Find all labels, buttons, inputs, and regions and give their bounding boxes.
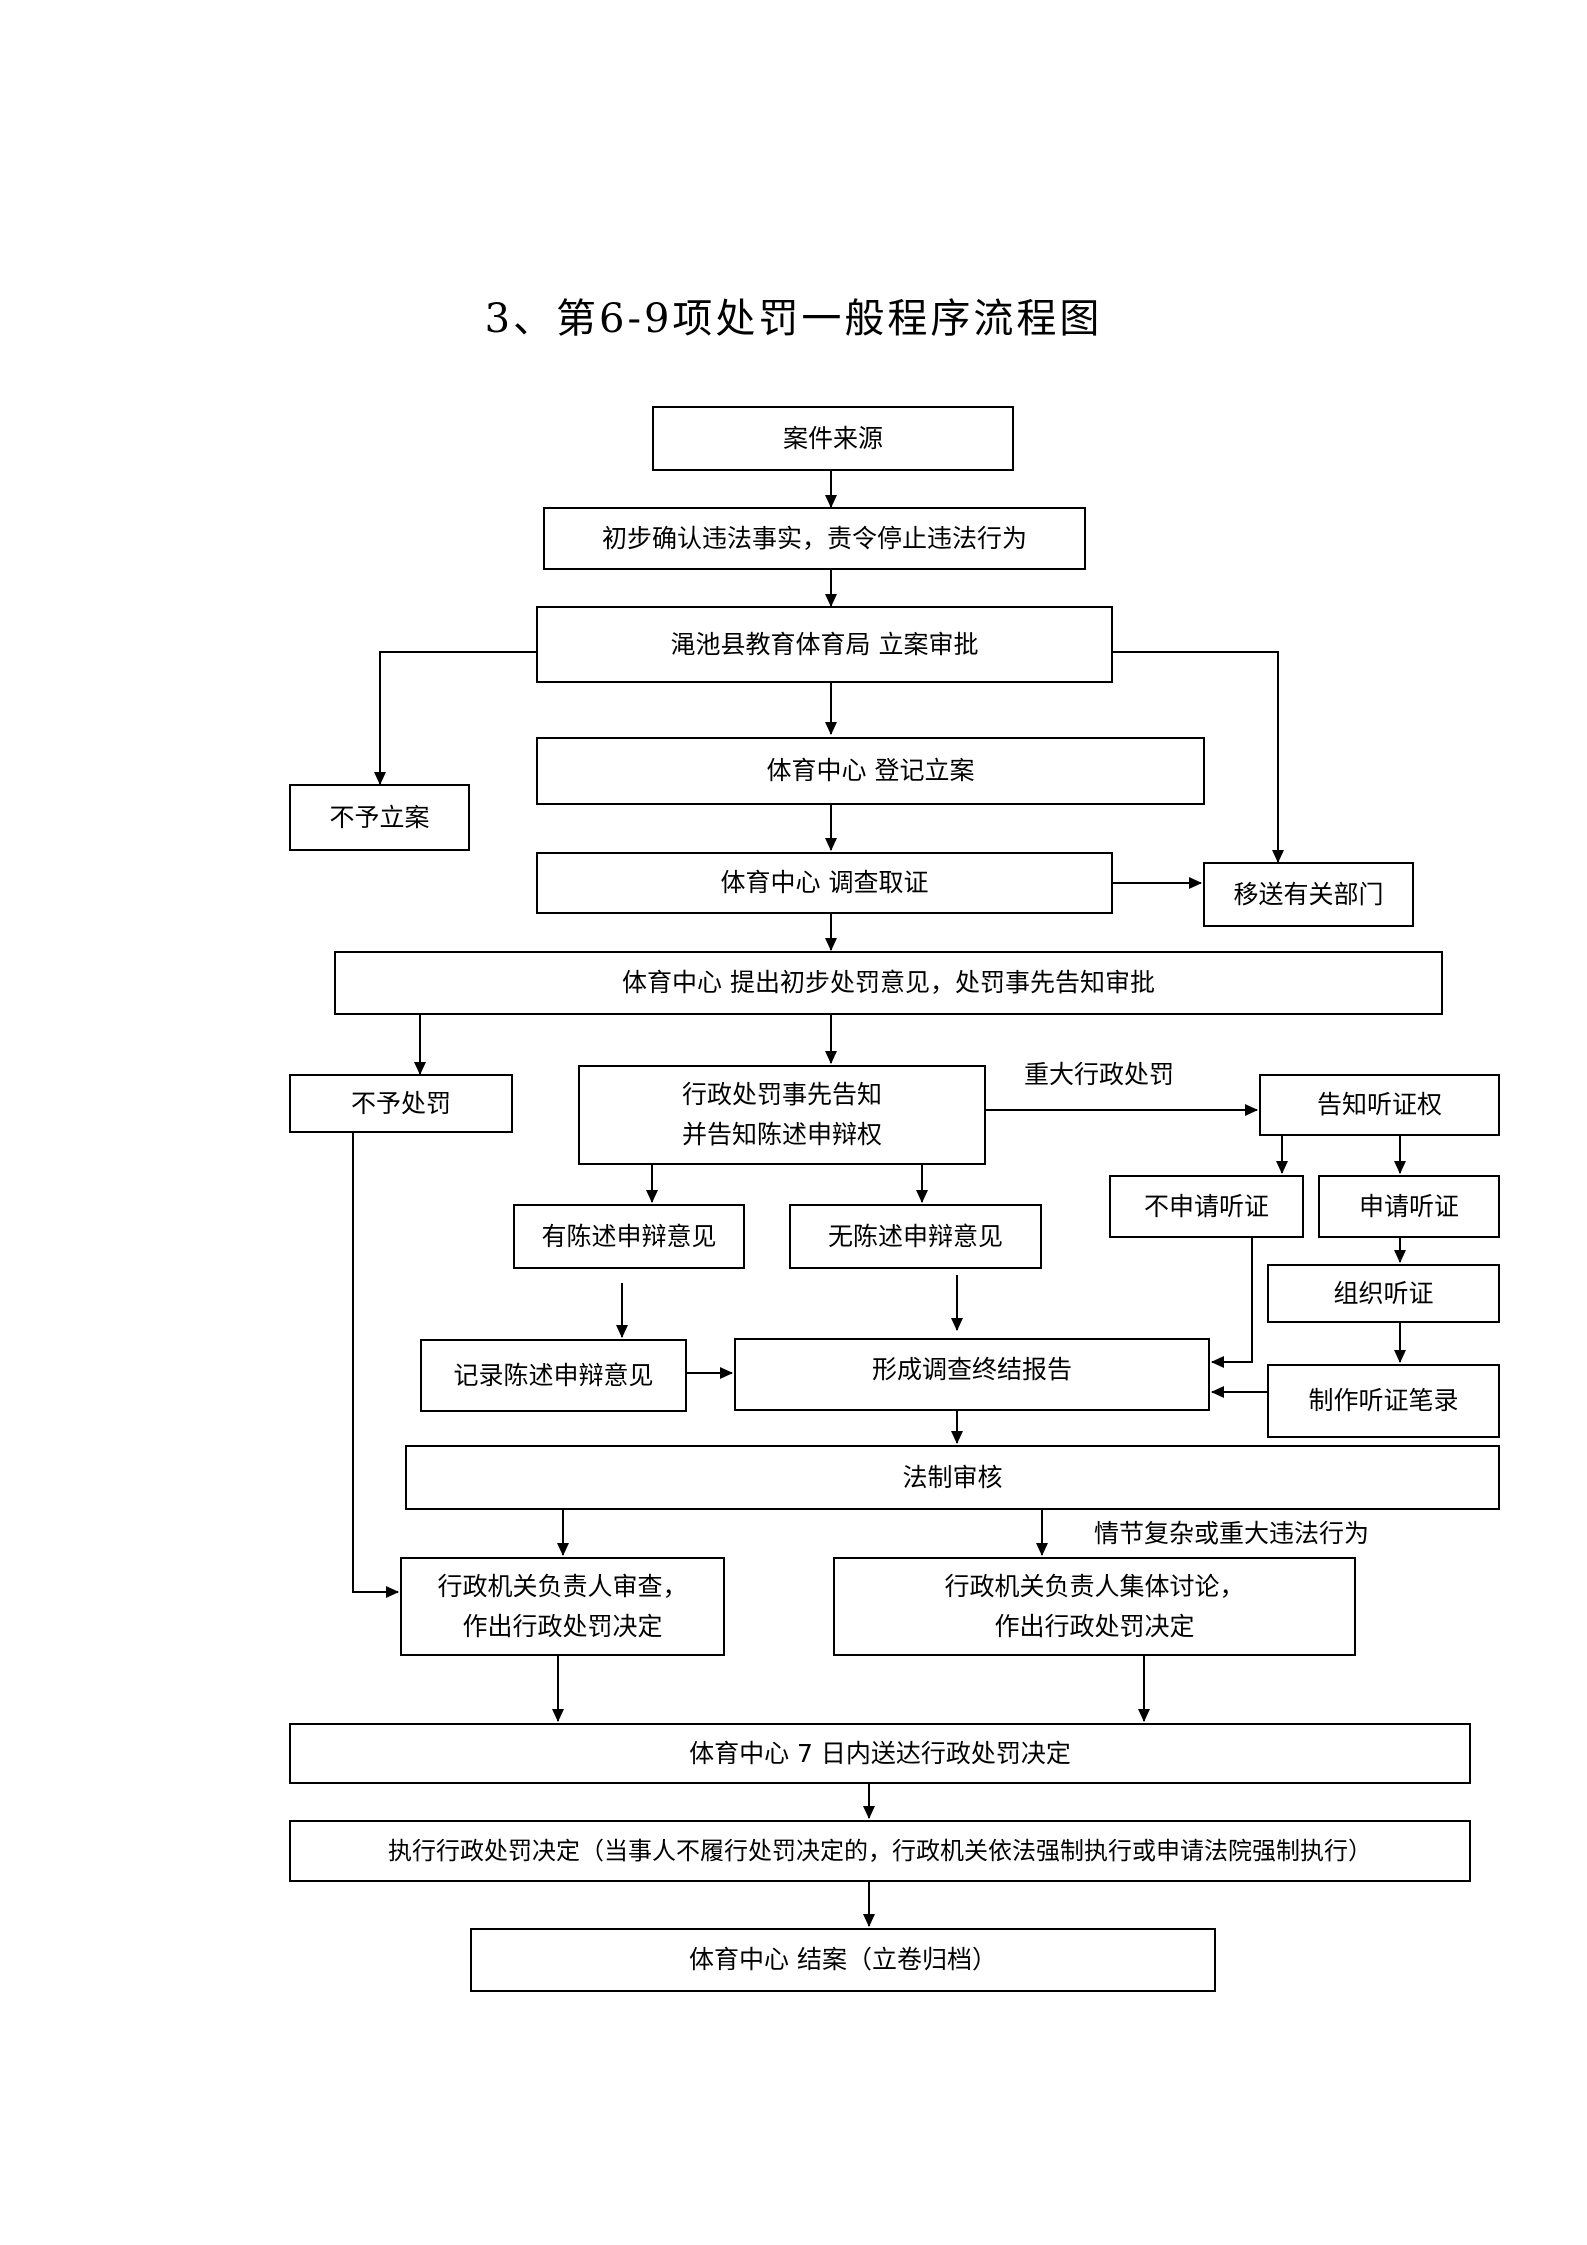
- node-case-source: 案件来源: [652, 406, 1014, 471]
- node-preliminary-confirm: 初步确认违法事实，责令停止违法行为: [543, 507, 1086, 570]
- node-prior-notice: 行政处罚事先告知 并告知陈述申辩权: [578, 1065, 986, 1165]
- node-collective-discussion: 行政机关负责人集体讨论， 作出行政处罚决定: [833, 1557, 1356, 1656]
- node-no-penalty: 不予处罚: [289, 1074, 513, 1133]
- node-hearing-right: 告知听证权: [1259, 1074, 1500, 1136]
- node-hearing-record: 制作听证笔录: [1267, 1364, 1500, 1438]
- head-review-line-1: 行政机关负责人审查，: [437, 1571, 688, 1601]
- page-title: 3、第6-9项处罚一般程序流程图: [484, 296, 1103, 342]
- node-close-case: 体育中心 结案（立卷归档）: [470, 1928, 1216, 1992]
- node-investigation-report: 形成调查终结报告: [734, 1338, 1210, 1411]
- node-execute-decision: 执行行政处罚决定（当事人不履行处罚决定的，行政机关依法强制执行或申请法院强制执行…: [289, 1820, 1471, 1882]
- head-review-line-2: 作出行政处罚决定: [462, 1611, 663, 1641]
- node-apply-hearing: 申请听证: [1318, 1175, 1500, 1238]
- node-has-statement: 有陈述申辩意见: [513, 1204, 745, 1269]
- node-investigate: 体育中心 调查取证: [536, 852, 1113, 914]
- arrow-no-penalty-to-head-review: [352, 1133, 399, 1598]
- prior-notice-line-1: 行政处罚事先告知: [681, 1080, 882, 1109]
- node-record-statement: 记录陈述申辩意见: [420, 1339, 687, 1412]
- collective-line-1: 行政机关负责人集体讨论，: [944, 1571, 1245, 1601]
- node-legal-review: 法制审核: [405, 1445, 1500, 1510]
- label-complex-case: 情节复杂或重大违法行为: [1094, 1519, 1370, 1548]
- arrow-no-hearing-to-report: [1211, 1238, 1253, 1368]
- prior-notice-line-2: 并告知陈述申辩权: [681, 1120, 882, 1149]
- node-case-approval: 渑池县教育体育局 立案审批: [536, 606, 1113, 683]
- node-initial-opinion: 体育中心 提出初步处罚意见，处罚事先告知审批: [334, 951, 1443, 1015]
- node-no-case: 不予立案: [289, 784, 470, 851]
- collective-line-2: 作出行政处罚决定: [994, 1611, 1195, 1641]
- arrow-approval-to-transfer: [1113, 651, 1284, 863]
- node-head-review: 行政机关负责人审查， 作出行政处罚决定: [400, 1557, 725, 1656]
- node-organize-hearing: 组织听证: [1267, 1264, 1500, 1323]
- node-no-statement: 无陈述申辩意见: [789, 1204, 1042, 1269]
- node-no-hearing: 不申请听证: [1109, 1175, 1304, 1238]
- node-transfer: 移送有关部门: [1203, 862, 1414, 927]
- node-deliver-decision: 体育中心 7 日内送达行政处罚决定: [289, 1723, 1471, 1784]
- node-register-case: 体育中心 登记立案: [536, 737, 1205, 805]
- arrow-approval-to-no-case: [374, 651, 536, 785]
- label-major-penalty: 重大行政处罚: [1024, 1060, 1175, 1089]
